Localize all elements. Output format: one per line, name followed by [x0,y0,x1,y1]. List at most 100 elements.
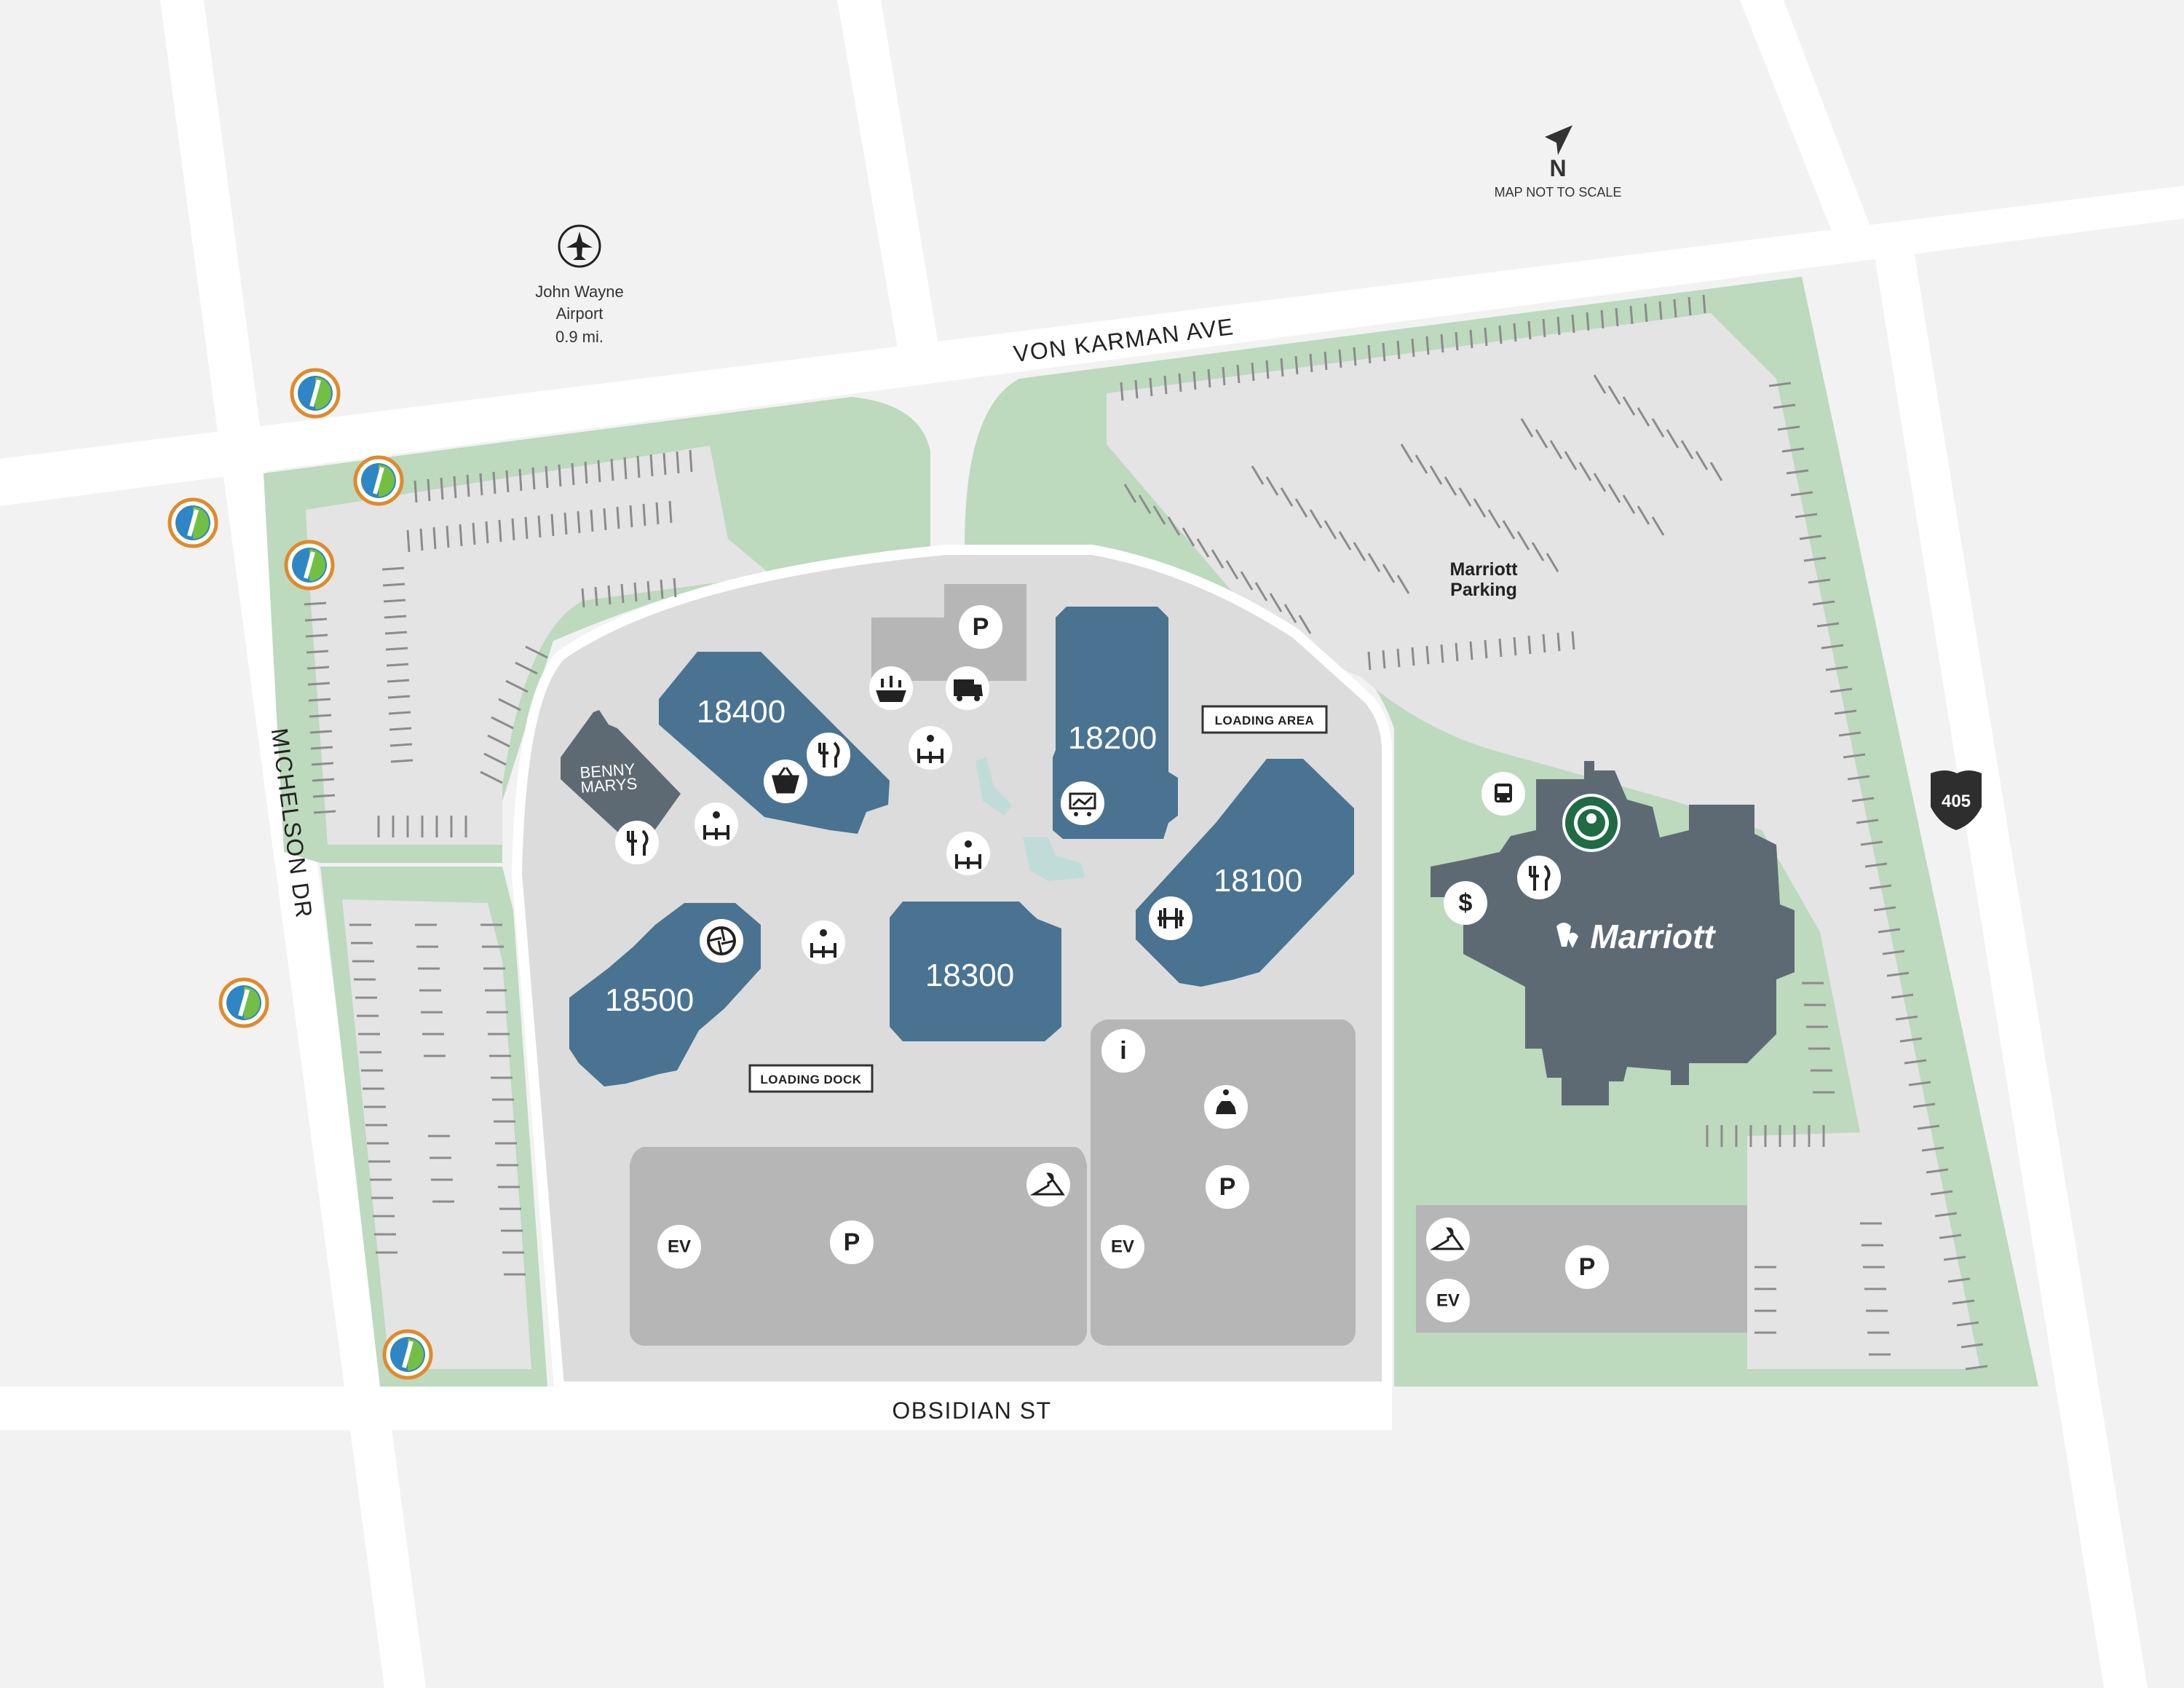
shopping-basket-icon[interactable] [764,760,807,803]
parking-pin[interactable]: P [830,1220,874,1264]
outdoor-seating-icon[interactable] [946,832,990,875]
ev-charging-pin[interactable]: EV [1101,1225,1144,1269]
highway-number: 405 [1942,792,1971,811]
stripes-ne-diag-5 [1593,374,1723,481]
stripes-nw-inner-col [381,567,414,763]
office-buildings [569,607,1354,1086]
north-arrow-icon [1545,125,1572,155]
building-18300-footprint [890,902,1061,1041]
interstate-shield-icon [1931,770,1982,830]
restaurant-icon[interactable] [615,821,659,864]
stripes-west-col-2 [415,923,454,1203]
valet-car-icon[interactable] [1204,1085,1248,1129]
dry-cleaning-icon[interactable] [1426,1218,1470,1261]
transit-stop-icon[interactable] [290,368,341,419]
stripes-ne-diag-3 [1400,443,1559,572]
transit-stop-icon[interactable] [382,1329,433,1380]
dry-cleaning-icon[interactable] [1026,1163,1070,1207]
stall-stripes [304,294,1988,1370]
street-label-obsidian: OBSIDIAN ST [892,1397,1051,1424]
parking-pin-letter: P [844,1228,860,1256]
stripes-ne-diag-2 [1251,465,1410,594]
loading-area-label: LOADING AREA [1215,714,1315,727]
hotel-footprint [1431,761,1795,1105]
ev-pin-label: EV [1111,1237,1134,1257]
ev-charging-pin[interactable]: EV [1426,1279,1470,1322]
building-18300-label: 18300 [925,958,1014,993]
stripes-west-col-3 [480,923,526,1276]
airplane-icon [558,224,601,268]
food-truck-icon[interactable] [946,666,989,710]
hotel-parking-line1: Marriott [1449,559,1518,580]
building-18500-label: 18500 [605,982,694,1018]
building-18200-label: 18200 [1068,720,1157,756]
info-pin-letter: i [1120,1037,1126,1065]
transit-stop-icon[interactable] [284,540,335,591]
scale-note: MAP NOT TO SCALE [1495,185,1622,200]
fitness-center-icon[interactable] [1149,896,1192,940]
stripes-ne-top [1120,294,1706,401]
parking-pin[interactable]: P [959,605,1002,649]
stripes-nw-2 [406,500,673,553]
building-18200-footprint [1053,607,1178,839]
stripes-west-col-1 [349,923,397,1254]
conference-room-icon[interactable] [1061,781,1104,825]
north-letter: N [1549,155,1566,181]
stripes-ne-diag-1 [1123,484,1312,634]
atm-pin[interactable]: $ [1444,881,1487,925]
road-east-diagonal [1871,233,2148,1688]
building-18100-label: 18100 [1214,863,1302,899]
water-feature [976,757,1085,881]
parking-pins: P P P P [830,605,1609,1289]
building-18400-label: 18400 [697,694,786,730]
road-vertical-west [837,0,939,357]
bus-stop-icon[interactable] [1481,772,1525,816]
outdoor-seating-icon[interactable] [909,726,952,770]
parking-pin[interactable]: P [1565,1245,1609,1289]
ev-charging-pin[interactable]: EV [657,1225,701,1269]
road-vertical-east [1740,0,1878,248]
lot-northeast [1107,313,1980,1369]
ev-pin-label: EV [1436,1291,1460,1311]
transit-stop-icon[interactable] [218,977,269,1028]
amenity-icons [615,666,1621,1261]
camera-shutter-icon[interactable] [700,919,743,963]
loading-area-box [1201,705,1328,734]
info-pin[interactable]: i [1101,1029,1145,1073]
highway-shield: 405 [1931,770,1982,830]
parking-pin-letter: P [1579,1253,1596,1281]
currency-pin-symbol: $ [1459,889,1473,917]
airport-name-line1: John Wayne [535,283,623,301]
compass: N MAP NOT TO SCALE [1495,125,1622,200]
ev-pins: EV EV EV [657,1225,1470,1322]
restaurant-footprint [561,710,681,845]
transit-stop-icon[interactable] [167,497,218,548]
restaurant-icon[interactable] [807,733,850,776]
service-pins: i $ [1101,881,1487,1073]
restaurant-name-line2: MARYS [580,774,638,796]
hotel-labels: Marriott Marriott Parking [1449,559,1716,955]
ev-pin-label: EV [668,1237,691,1257]
building-18400-footprint [659,652,890,834]
road-von-karman [0,186,2184,506]
coffee-shop-logo-icon[interactable] [1562,794,1621,852]
loading-dock-label: LOADING DOCK [760,1073,861,1086]
parking-pin-letter: P [1219,1173,1236,1201]
loading-labels: LOADING AREA LOADING DOCK [748,705,1328,1093]
stripes-nw-3 [581,577,677,608]
transit-stop-icon[interactable] [353,455,404,506]
stripes-nw-1 [414,449,693,503]
airport-marker: John Wayne Airport 0.9 mi. [535,224,624,346]
stripes-ne-inner-col [1754,982,1891,1356]
stripes-ne-east-col [1768,382,1988,1370]
restaurant-icon[interactable] [1517,856,1561,899]
loading-dock-box [748,1064,874,1093]
airport-name-line2: Airport [556,304,604,323]
outdoor-seating-icon[interactable] [695,802,738,846]
outdoor-seating-icon[interactable] [802,920,845,964]
parking-pin[interactable]: P [1206,1165,1249,1209]
food-service-icon[interactable] [869,666,913,710]
airport-distance: 0.9 mi. [555,328,604,346]
transit-stops [167,368,433,1380]
